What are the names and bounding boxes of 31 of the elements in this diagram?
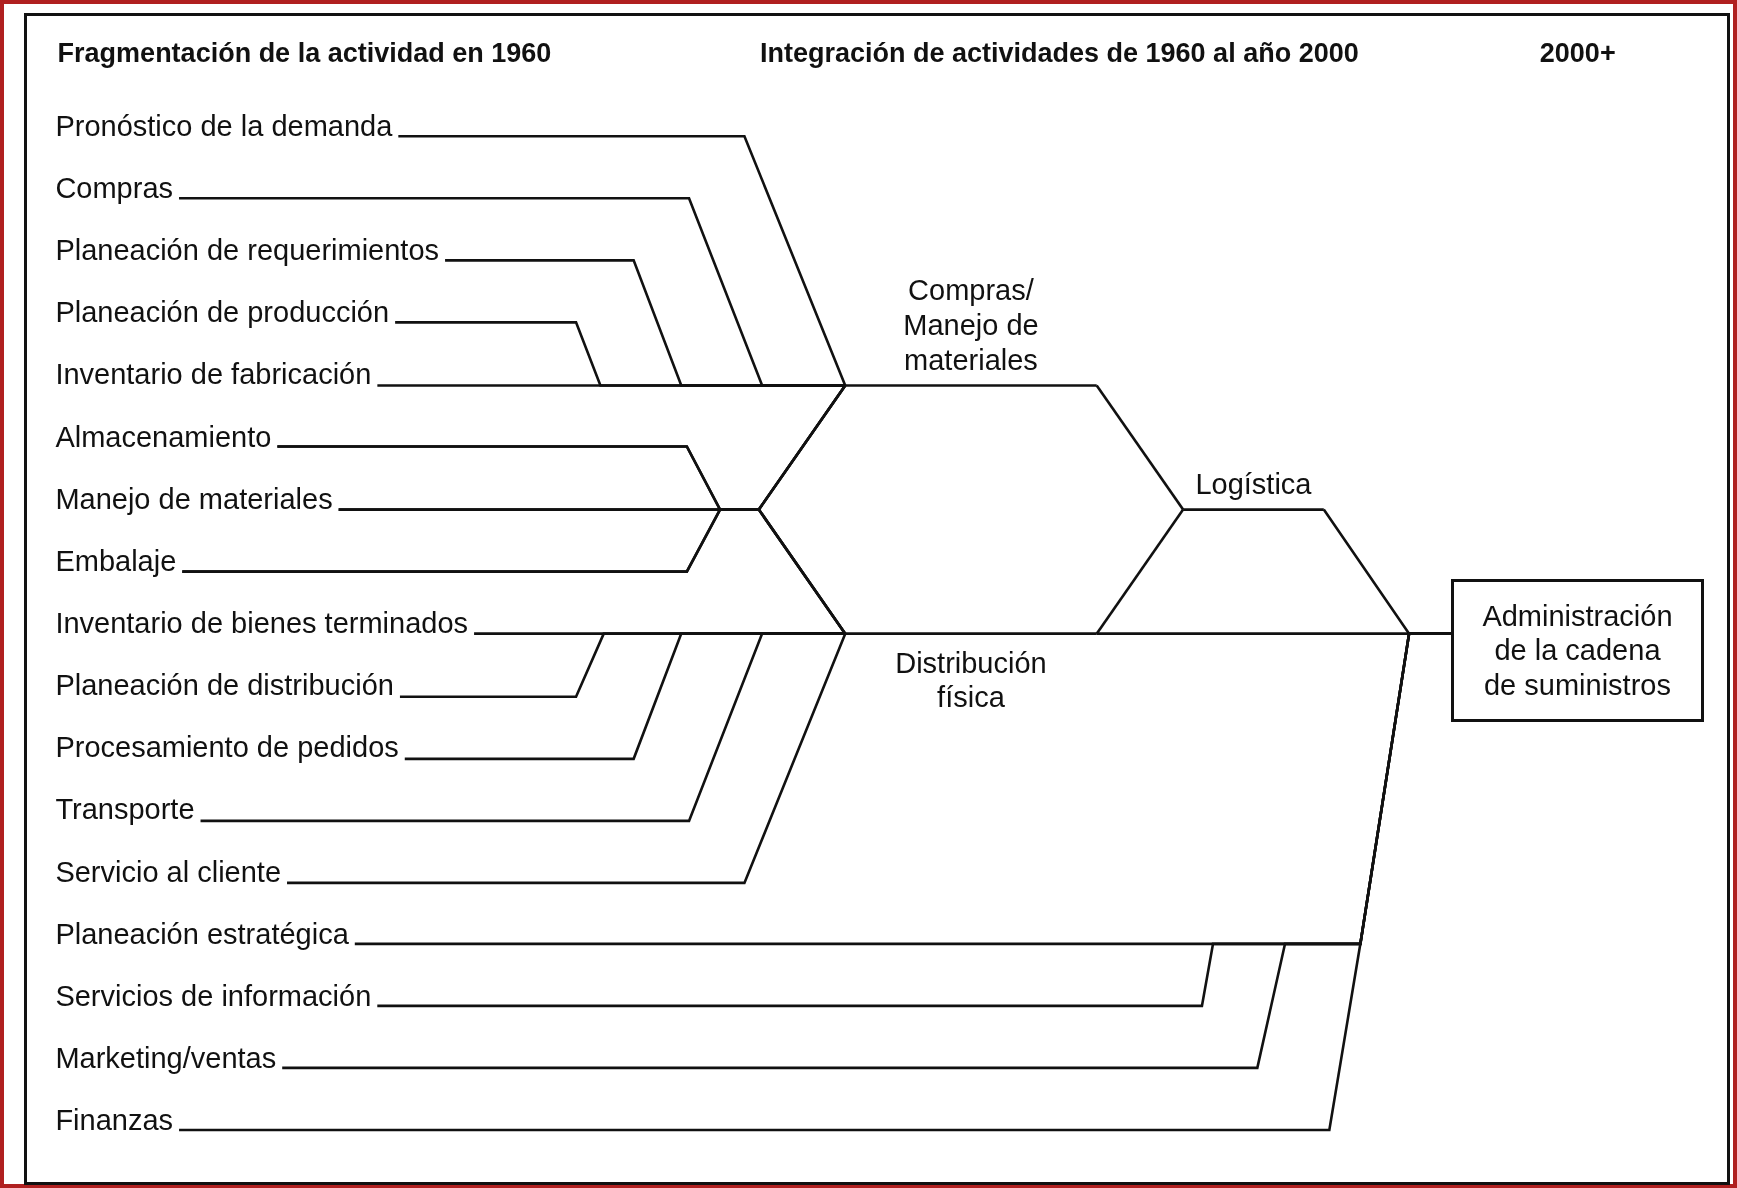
stage-label: Compras/ Manejo de materiales <box>845 252 1097 386</box>
column-heading: 2000+ <box>1539 38 1616 70</box>
connector-line <box>398 134 847 386</box>
activity-label: Compras <box>55 167 179 210</box>
connector-line <box>182 508 847 635</box>
stage-label: Logística <box>1183 454 1324 510</box>
column-heading: Fragmentación de la actividad en 1960 <box>57 38 552 70</box>
activity-label: Marketing/ventas <box>55 1037 283 1080</box>
stage-label: Distribución física <box>845 633 1097 729</box>
activity-label: Transporte <box>55 788 201 831</box>
activity-label: Inventario de bienes terminados <box>55 602 475 645</box>
activity-label: Embalaje <box>55 540 183 583</box>
activity-label: Procesamiento de pedidos <box>55 726 405 769</box>
connector-line <box>377 384 846 387</box>
activity-label: Inventario de fabricación <box>55 353 378 396</box>
connector-line <box>1095 384 1185 511</box>
activity-label: Planeación de distribución <box>55 664 400 707</box>
connector-line <box>1095 508 1185 635</box>
activity-label: Finanzas <box>55 1099 180 1142</box>
column-heading: Integración de actividades de 1960 al año 2000 <box>759 38 1359 70</box>
activity-label: Pronóstico de la demanda <box>55 105 399 148</box>
result-box: Administración de la cadena de suministros <box>1451 579 1704 723</box>
activity-label: Manejo de materiales <box>55 478 339 521</box>
connector-line <box>200 632 846 823</box>
activity-label: Servicios de información <box>55 975 378 1018</box>
activity-label: Servicio al cliente <box>55 851 287 894</box>
connector-line <box>287 633 847 885</box>
activity-label: Planeación de producción <box>55 291 396 334</box>
activity-label: Planeación estratégica <box>55 913 355 956</box>
activity-label: Planeación de requerimientos <box>55 229 446 272</box>
activity-label: Almacenamiento <box>55 415 278 459</box>
